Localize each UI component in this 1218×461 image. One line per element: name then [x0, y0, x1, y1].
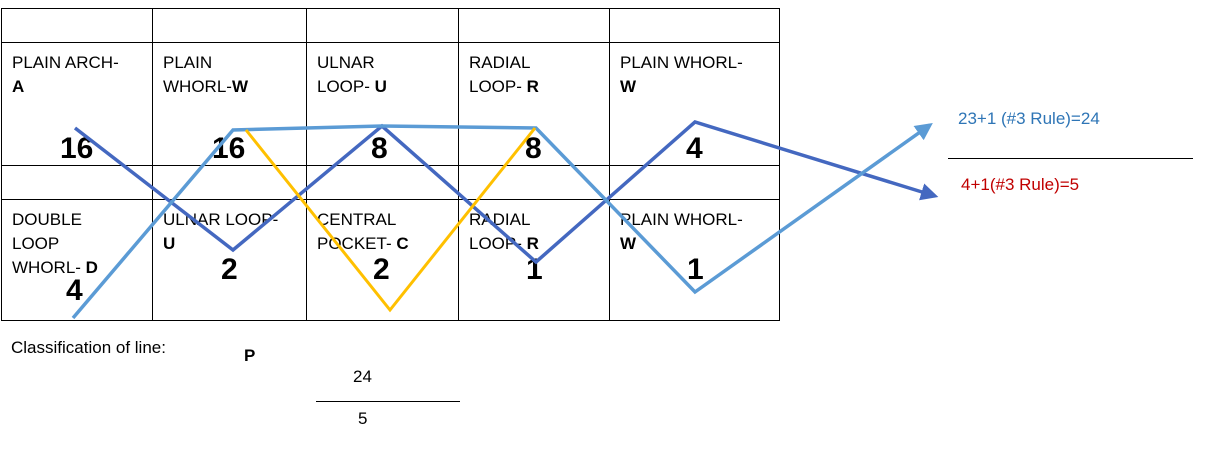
cell-value: 2: [373, 253, 390, 286]
spacer-cell: [609, 165, 780, 200]
bottom-cell-5: PLAIN WHORL-W 1: [609, 199, 780, 321]
spacer-cell: [306, 165, 459, 200]
sum-divider: [948, 158, 1193, 159]
header-cell: [1, 8, 153, 43]
top-sum-note: 23+1 (#3 Rule)=24: [958, 109, 1100, 128]
cell-value: 8: [525, 132, 542, 165]
header-cell: [152, 8, 307, 43]
cell-value: 16: [60, 132, 94, 165]
bottom-sum-note: 4+1(#3 Rule)=5: [961, 175, 1080, 194]
cell-label: PLAIN WHORL-W: [620, 210, 743, 253]
cell-value: 8: [371, 132, 388, 165]
cell-value: 16: [212, 132, 246, 165]
classification-letter: P: [244, 346, 256, 365]
cell-value: 4: [66, 274, 83, 307]
cell-value: 1: [687, 253, 704, 286]
header-cell: [458, 8, 610, 43]
top-cell-1: PLAIN ARCH-A 16: [1, 42, 153, 166]
bottom-cell-2: ULNAR LOOP-U 2: [152, 199, 307, 321]
cell-label: PLAIN WHORL-W: [620, 53, 743, 96]
spacer-cell: [1, 165, 153, 200]
classification-divider: [316, 401, 460, 402]
cell-value: 1: [526, 253, 543, 286]
classification-numerator: 24: [353, 367, 372, 386]
cell-label: ULNAR LOOP-U: [163, 210, 279, 253]
header-cell: [609, 8, 780, 43]
cell-label: PLAIN ARCH-A: [12, 53, 119, 96]
header-cell: [306, 8, 459, 43]
classification-label: Classification of line:: [11, 338, 166, 357]
spacer-cell: [458, 165, 610, 200]
cell-value: 2: [221, 253, 238, 286]
spacer-cell: [152, 165, 307, 200]
top-cell-5: PLAIN WHORL-W 4: [609, 42, 780, 166]
classification-denominator: 5: [358, 409, 368, 428]
cell-value: 4: [686, 132, 703, 165]
